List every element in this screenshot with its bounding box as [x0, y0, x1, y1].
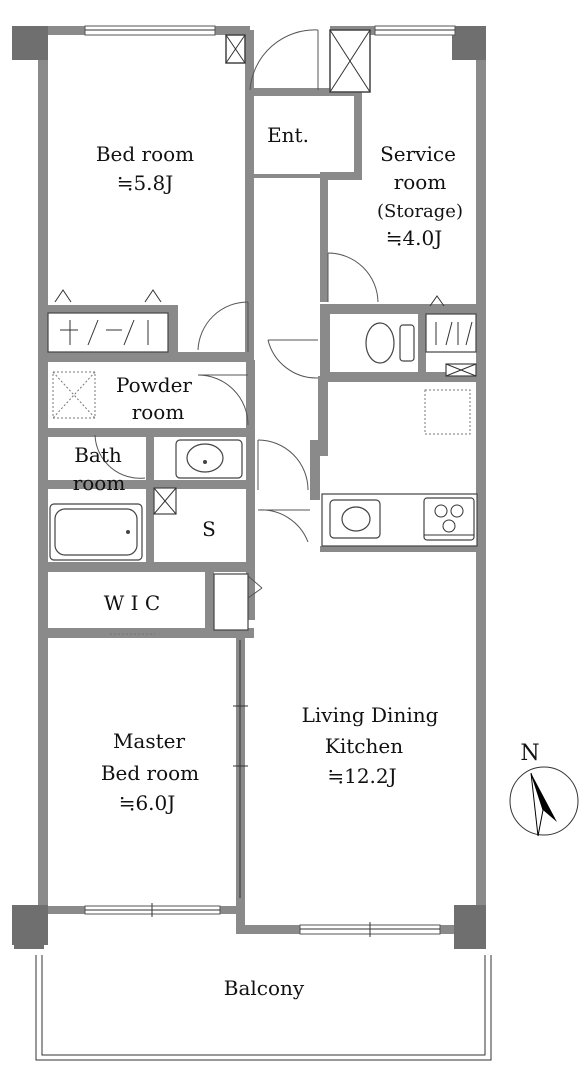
master-name-1: Master — [113, 729, 186, 753]
balcony-railing — [35, 955, 492, 1061]
ldk-size: ≒12.2J — [327, 764, 396, 788]
master-size: ≒6.0J — [119, 791, 176, 815]
bath-room-name-1: Bath — [74, 443, 122, 467]
structural-columns — [12, 26, 486, 949]
wic-label: W I C — [104, 591, 160, 615]
balcony-label: Balcony — [224, 976, 305, 1000]
entrance-name: Ent. — [267, 123, 309, 147]
room-labels: Bed room ≒5.8J Ent. Service room (Storag… — [73, 123, 463, 1000]
master-name-2: Bed room — [101, 761, 199, 785]
ldk-name-1: Living Dining — [302, 703, 439, 727]
service-room-note: (Storage) — [377, 201, 463, 222]
storage-s-label: S — [202, 517, 216, 541]
bedroom-size: ≒5.8J — [117, 171, 174, 195]
closets — [47, 289, 477, 631]
service-room-size: ≒4.0J — [386, 226, 443, 250]
compass-north-label: N — [520, 741, 539, 766]
bedroom-name: Bed room — [96, 142, 194, 166]
powder-room-name-1: Powder — [116, 373, 192, 397]
service-room-name-1: Service — [380, 142, 456, 166]
fixtures — [49, 322, 478, 898]
powder-room-name-2: room — [132, 400, 185, 424]
compass: N — [509, 741, 579, 837]
ldk-name-2: Kitchen — [325, 734, 403, 758]
bath-room-name-2: room — [73, 471, 126, 495]
windows — [84, 25, 456, 937]
service-room-name-2: room — [394, 170, 447, 194]
